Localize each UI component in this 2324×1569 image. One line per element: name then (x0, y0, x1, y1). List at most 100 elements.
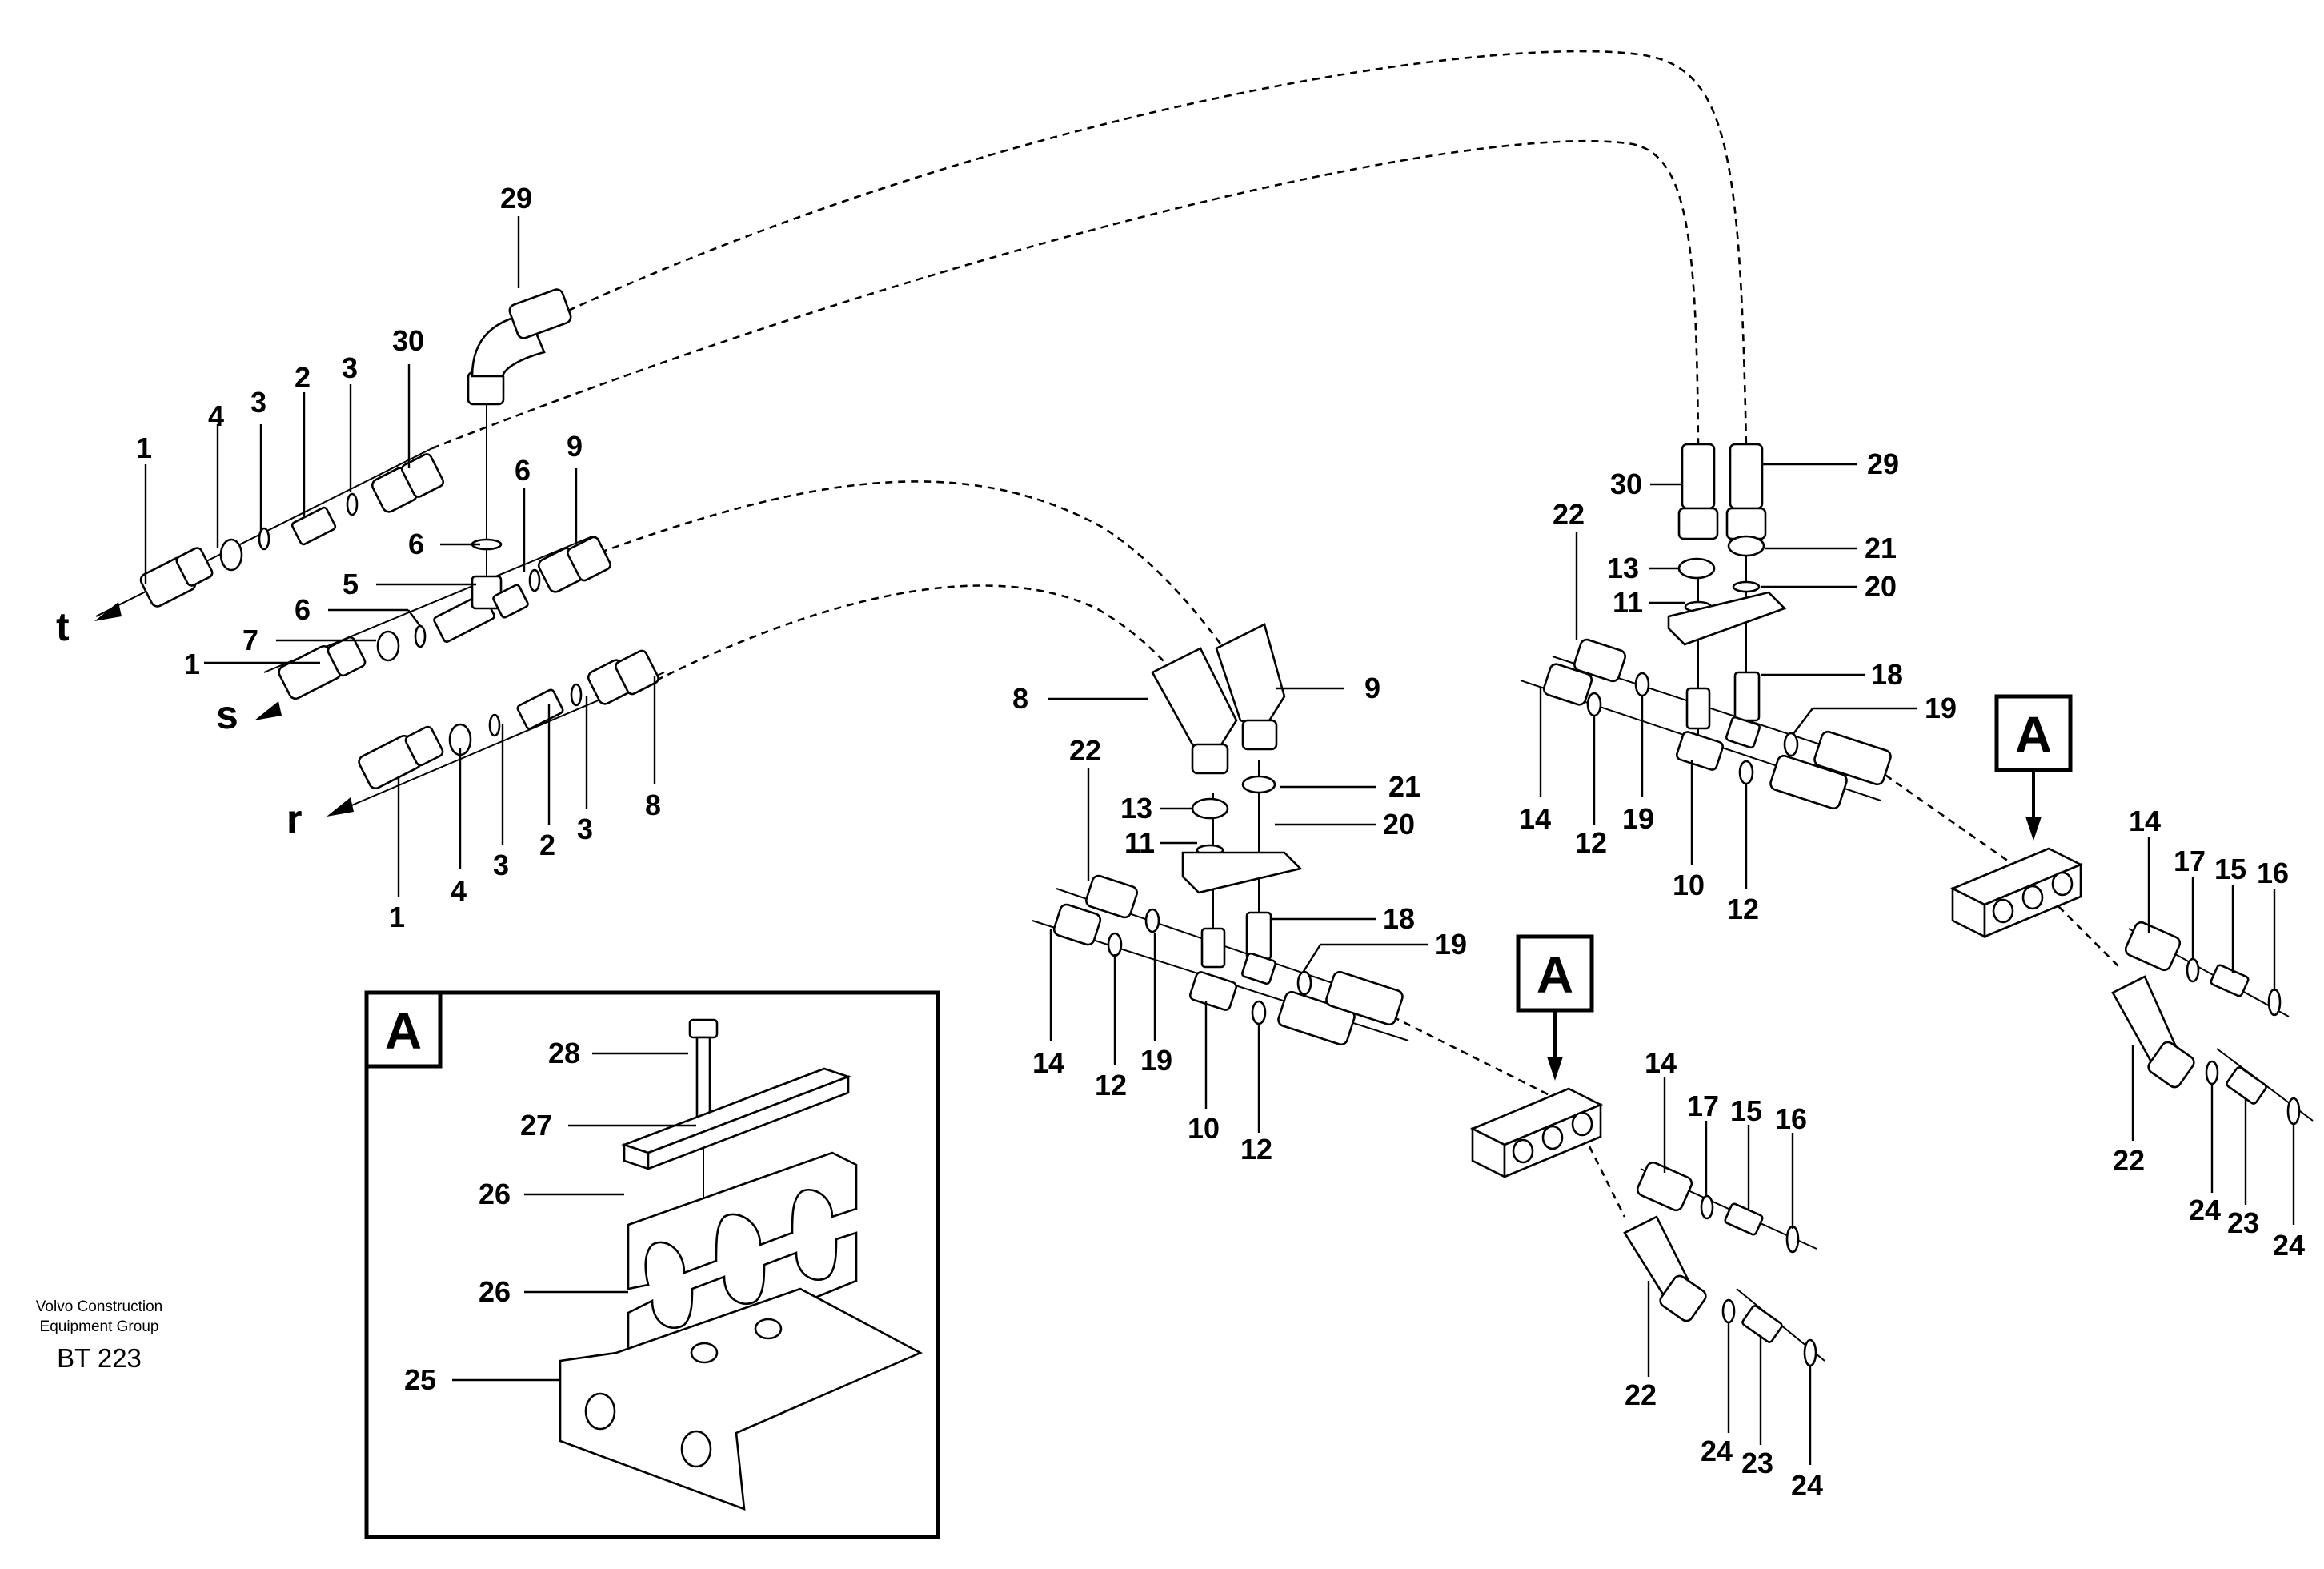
label-r-17: 17 (2174, 845, 2206, 877)
oring-12-right (1586, 692, 1602, 717)
washer-7 (376, 630, 400, 662)
nipple-18-right (1733, 671, 1761, 722)
label-l-4b: 4 (451, 874, 467, 907)
oring-19-right (1634, 672, 1650, 697)
nut-21-mid (1241, 719, 1278, 751)
bolt-28-shank (695, 1036, 711, 1119)
drawing-code: BT 223 (57, 1343, 142, 1373)
oring-16-mid (1785, 1225, 1800, 1254)
oring-19-mid (1144, 908, 1160, 933)
label-m-9: 9 (1364, 672, 1380, 704)
hose-30-end (400, 453, 445, 498)
clamp-right-hole-3 (2051, 871, 2074, 897)
label-m-15: 15 (1730, 1094, 1762, 1127)
label-r-29: 29 (1867, 447, 1899, 480)
detail-label-26b: 26 (479, 1275, 511, 1308)
plate-27-front (647, 1075, 850, 1170)
credit-line-1: Volvo Construction (36, 1298, 162, 1315)
right-callouts: 29 30 22 21 13 20 11 18 19 14 12 19 10 1… (1519, 447, 2305, 1262)
label-m-19a: 19 (1435, 928, 1467, 961)
oring-12-mid (1107, 932, 1123, 957)
nipple-15-right (2210, 964, 2250, 997)
nipple-23-right (2226, 1066, 2267, 1105)
oring-3b-r (570, 683, 583, 707)
label-r-24a: 24 (2189, 1194, 2221, 1226)
marker-arrow-right-icon (2025, 817, 2042, 841)
oring-17-mid (1700, 1194, 1714, 1220)
hose-end-right-b (1813, 730, 1892, 786)
leader-m-19a2 (1301, 944, 1322, 973)
hose-30-right (1681, 443, 1716, 510)
label-l-29: 29 (500, 182, 532, 215)
detail-label-28: 28 (548, 1037, 580, 1069)
oring-24b-mid (1803, 1338, 1817, 1367)
hose-29-right (1729, 443, 1764, 510)
label-r-19a: 19 (1925, 692, 1957, 724)
middle-callouts: 8 9 22 21 13 20 11 18 19 14 12 19 10 12 … (1012, 672, 1823, 1502)
elbow-9 (1215, 623, 1286, 730)
marker-arrow-mid-icon (1547, 1057, 1563, 1081)
bracket-hole-1 (584, 1392, 616, 1431)
washer-13-right (1677, 557, 1716, 580)
label-r-10: 10 (1673, 869, 1705, 901)
label-l-3b: 3 (250, 386, 266, 419)
line-label-t: t (56, 604, 70, 649)
label-l-3d: 3 (493, 849, 509, 881)
label-l-1c: 1 (389, 901, 405, 933)
oring-3-t (258, 527, 270, 551)
oring-20-right (1732, 580, 1761, 593)
washer-20-mid (1241, 775, 1276, 794)
marker-box-mid (1516, 934, 1594, 1013)
hose-29-end (508, 288, 572, 339)
arrow-t-icon (94, 602, 122, 621)
hose-route-29 (567, 50, 1748, 449)
label-m-13: 13 (1120, 792, 1152, 825)
nipple-10-right (1685, 687, 1711, 730)
oring-24-right (2205, 1060, 2219, 1085)
label-l-9: 9 (567, 430, 583, 463)
oring-24b-right (2286, 1097, 2301, 1126)
hose-end-right-a (1769, 754, 1848, 810)
label-r-12b: 12 (1727, 893, 1759, 925)
nut-22-right (1573, 638, 1626, 683)
label-r-15: 15 (2214, 853, 2246, 885)
nipple-2-t (290, 506, 337, 546)
detail-label-26a: 26 (479, 1178, 511, 1210)
nipple-18-mid (1245, 911, 1272, 961)
hose-route-9 (599, 480, 1250, 681)
nut-t (175, 547, 214, 587)
label-r-22: 22 (1553, 498, 1585, 531)
clamp-26-upper (627, 1151, 858, 1290)
clamp-mid (1469, 1087, 1604, 1179)
hose-route-8 (655, 584, 1201, 705)
tee-5-right (492, 584, 529, 619)
label-r-13: 13 (1607, 552, 1639, 584)
bracket-stud-2 (754, 1318, 783, 1340)
line-label-s: s (216, 692, 238, 737)
clamp-right-hole-2 (2021, 885, 2044, 910)
tee-10-mid (1188, 971, 1238, 1011)
detail-marker-label: A (385, 1002, 422, 1060)
detail-marker-box (364, 990, 443, 1069)
clamp-mid-hole-2 (1541, 1125, 1564, 1150)
plate-mid (1181, 851, 1303, 894)
label-m-10: 10 (1188, 1112, 1220, 1145)
label-r-24b: 24 (2273, 1229, 2305, 1262)
label-m-24b: 24 (1791, 1469, 1823, 1502)
oring-19b-mid (1296, 970, 1312, 996)
leader-r-19a2 (1792, 708, 1813, 736)
label-r-11: 11 (1613, 586, 1643, 619)
oring-12b-mid (1251, 1000, 1267, 1025)
label-l-1b: 1 (184, 648, 200, 680)
label-m-12: 12 (1095, 1069, 1127, 1102)
oring-12b-right (1738, 760, 1754, 785)
oring-19b-right (1783, 732, 1799, 757)
marker-a-right: A (1994, 694, 2073, 841)
label-l-6b: 6 (408, 528, 424, 560)
label-r-19b: 19 (1622, 802, 1654, 835)
bracket-hole-2 (680, 1430, 712, 1468)
clamp-mid-hole-3 (1571, 1111, 1593, 1137)
marker-label-mid: A (1537, 946, 1573, 1004)
label-m-22b: 22 (1625, 1378, 1657, 1411)
